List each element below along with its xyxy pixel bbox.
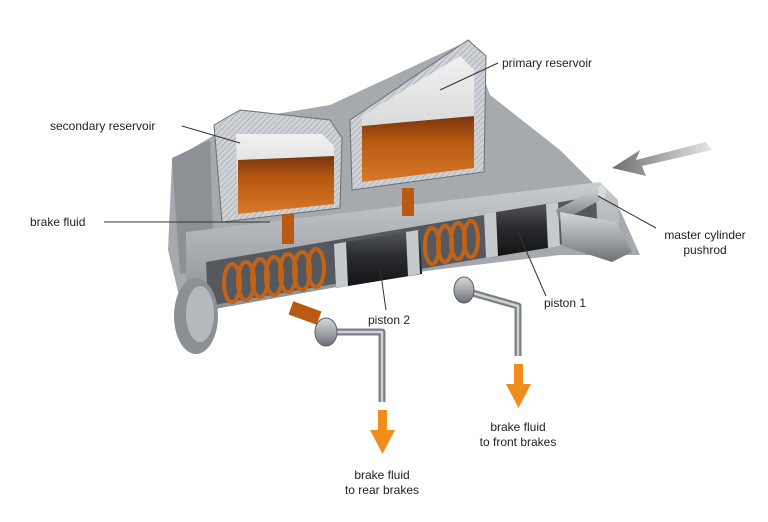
label-piston-1: piston 1	[544, 296, 587, 310]
rear-output-arrow	[370, 410, 395, 454]
secondary-fluid	[238, 156, 334, 214]
label-front-brakes-line1: brake fluid	[490, 420, 546, 434]
input-force-arrow	[612, 142, 712, 176]
leader-secondary-reservoir	[181, 125, 241, 144]
primary-fluid	[362, 116, 474, 182]
label-pushrod-line2: pushrod	[683, 243, 727, 257]
piston-1	[484, 202, 560, 258]
mounting-flange	[560, 212, 632, 262]
front-output-arrow	[506, 364, 531, 408]
front-spring	[423, 219, 480, 266]
leader-primary-reservoir	[439, 62, 499, 91]
label-rear-brakes: brake fluid to rear brakes	[330, 468, 434, 498]
label-secondary-reservoir: secondary reservoir	[50, 119, 156, 133]
rear-brake-line	[288, 301, 386, 402]
label-master-cylinder-line1: master cylinder	[664, 228, 746, 242]
label-rear-brakes-line2: to rear brakes	[344, 483, 420, 497]
pushrod	[556, 185, 606, 222]
label-front-brakes-line2: to front brakes	[479, 435, 557, 449]
leader-piston-1	[517, 231, 547, 297]
front-brake-line	[453, 276, 522, 356]
piston-2	[334, 230, 422, 288]
label-rear-brakes-line1: brake fluid	[354, 468, 410, 482]
leader-pushrod	[597, 195, 657, 229]
rear-spring	[222, 247, 326, 304]
end-cap	[174, 278, 218, 354]
label-front-brakes: brake fluid to front brakes	[466, 420, 570, 450]
leader-piston-2	[379, 267, 387, 311]
label-primary-reservoir: primary reservoir	[502, 56, 593, 70]
label-piston-2: piston 2	[368, 313, 411, 327]
label-master-cylinder-pushrod: master cylinder pushrod	[650, 228, 760, 258]
label-brake-fluid: brake fluid	[30, 215, 86, 229]
